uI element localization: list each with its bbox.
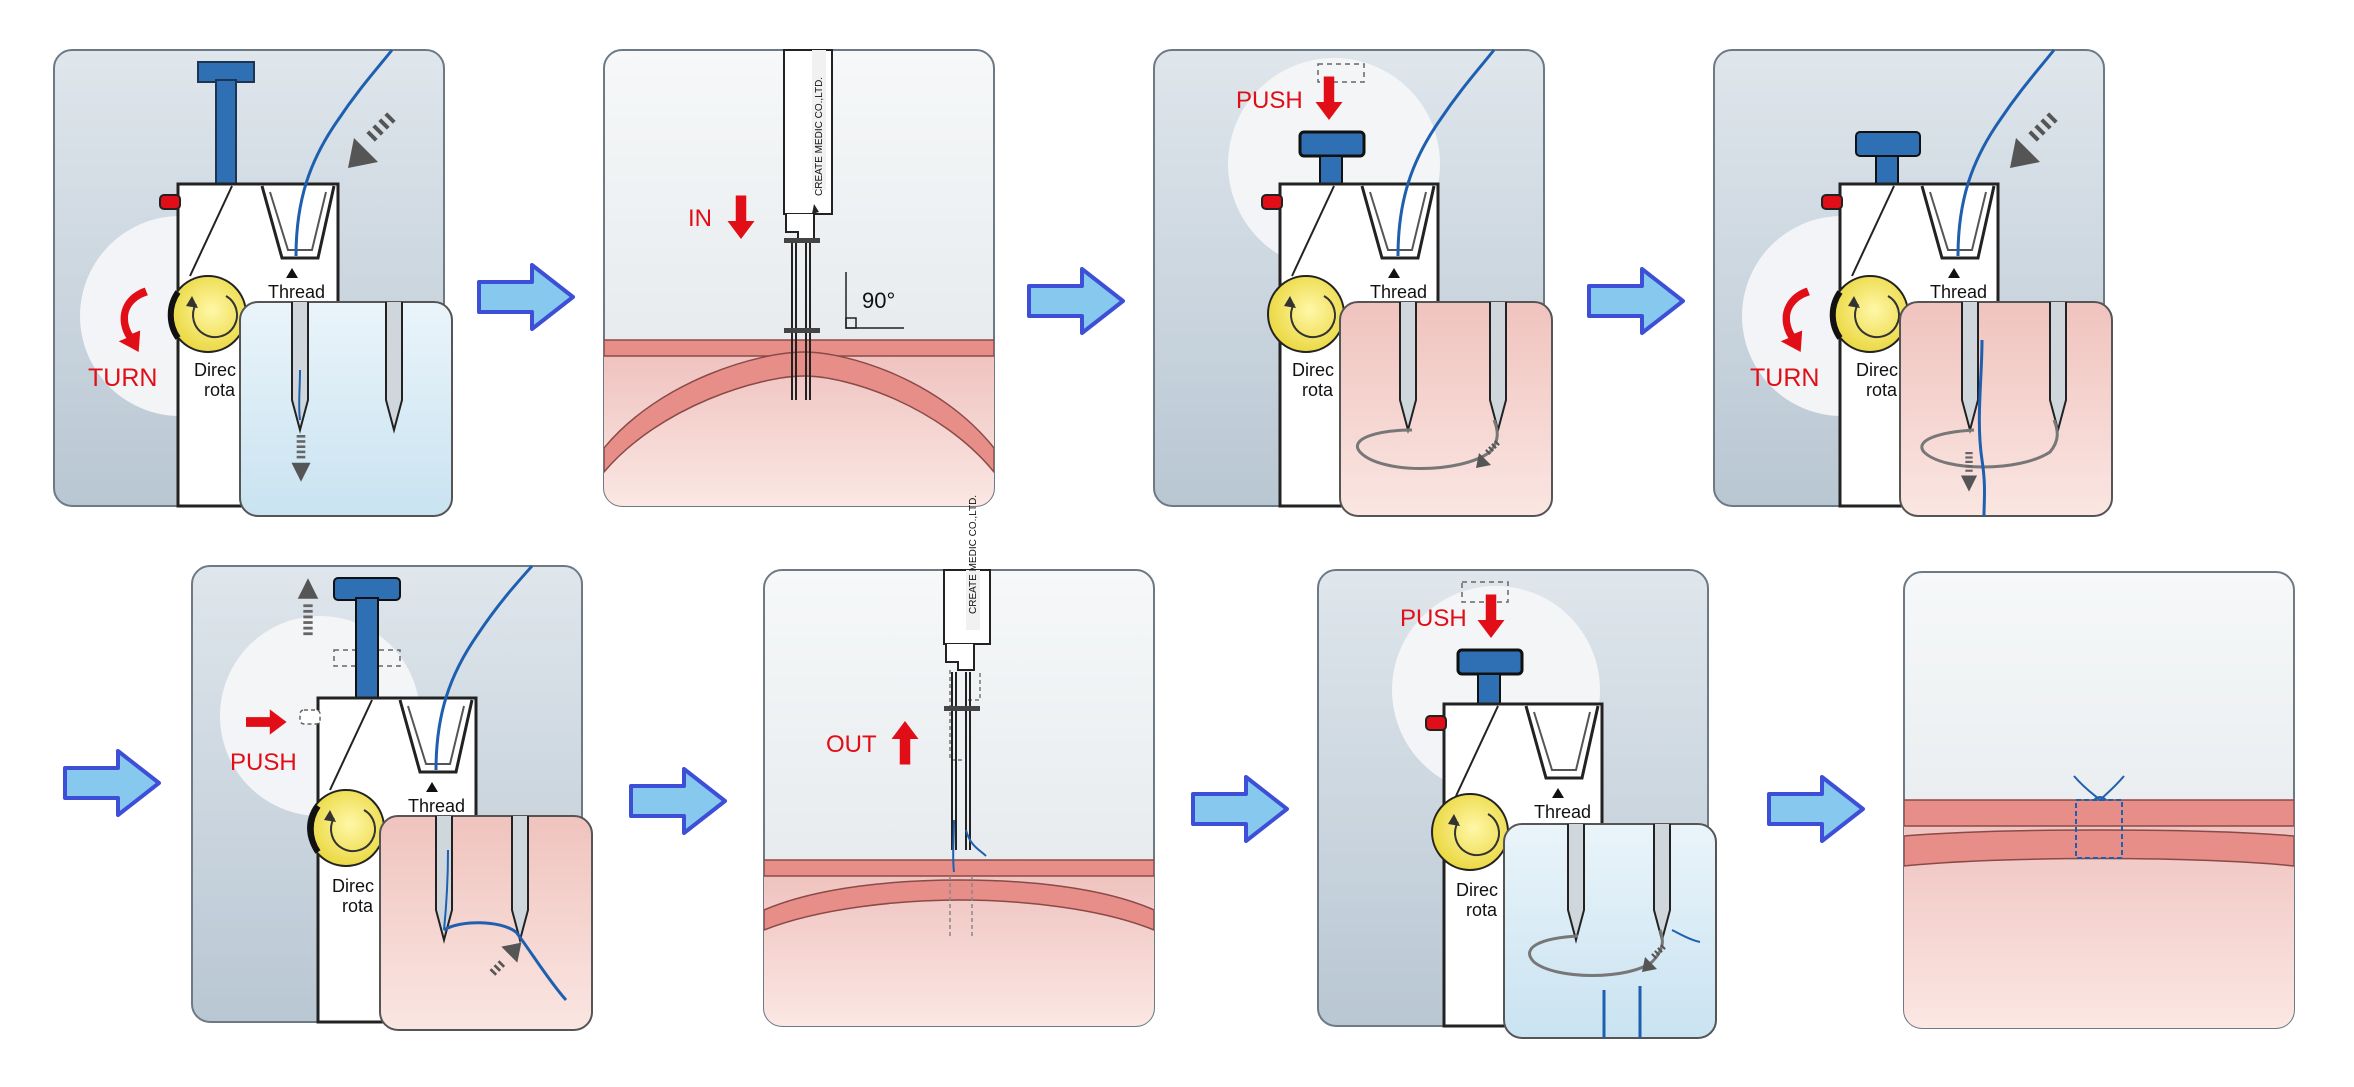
- turn-label-4: TURN: [1750, 364, 1819, 392]
- thread-label-7: Thread: [1534, 802, 1591, 822]
- step-7-push-panel: Thread Direc rota PUSH: [1317, 569, 1717, 1039]
- step-3-push-panel: Thread Direc rota PUSH: [1153, 49, 1553, 517]
- step-arrow-6: [1191, 775, 1289, 843]
- step-2-insert-panel: CREATE MEDIC CO.,LTD. IN 90°: [603, 49, 995, 507]
- direction-label-5: Direc: [332, 876, 374, 896]
- rotation-label-4: rota: [1866, 380, 1898, 400]
- step-arrow-2: [1027, 267, 1125, 335]
- step-1-turn-panel: Thread Direc rota TURN: [53, 49, 453, 517]
- step-4-turn-panel: Thread Direc rota TURN: [1713, 49, 2113, 517]
- out-label: OUT: [826, 731, 877, 758]
- push-label-3: PUSH: [1236, 87, 1303, 114]
- step-8-knot-panel: [1903, 571, 2295, 1029]
- brand-label-2: CREATE MEDIC CO.,LTD.: [814, 77, 825, 196]
- step-arrow-5: [629, 767, 727, 835]
- in-label: IN: [688, 205, 712, 232]
- step-arrow-7: [1767, 775, 1865, 843]
- step-arrow-1: [477, 263, 575, 331]
- thread-label-3: Thread: [1370, 282, 1427, 302]
- step-arrow-4: [63, 749, 161, 817]
- push-label-7: PUSH: [1400, 605, 1467, 632]
- step-5-release-push-panel: Thread Direc rota PUSH: [191, 565, 593, 1031]
- thread-label-1: Thread: [268, 282, 325, 302]
- rotation-label-3: rota: [1302, 380, 1334, 400]
- direction-label-1: Direc: [194, 360, 236, 380]
- push-label-5: PUSH: [230, 749, 297, 776]
- step-6-withdraw-panel: CREATE MEDIC CO.,LTD. OUT: [763, 495, 1155, 1027]
- turn-label-1: TURN: [88, 364, 157, 392]
- direction-label-4: Direc: [1856, 360, 1898, 380]
- thread-label-5: Thread: [408, 796, 465, 816]
- direction-label-7: Direc: [1456, 880, 1498, 900]
- thread-label-4: Thread: [1930, 282, 1987, 302]
- rotation-label-7: rota: [1466, 900, 1498, 920]
- step-arrow-3: [1587, 267, 1685, 335]
- rotation-label-1: rota: [204, 380, 236, 400]
- direction-label-3: Direc: [1292, 360, 1334, 380]
- brand-label-6: CREATE MEDIC CO.,LTD.: [968, 495, 979, 614]
- angle-label: 90°: [862, 288, 895, 313]
- rotation-label-5: rota: [342, 896, 374, 916]
